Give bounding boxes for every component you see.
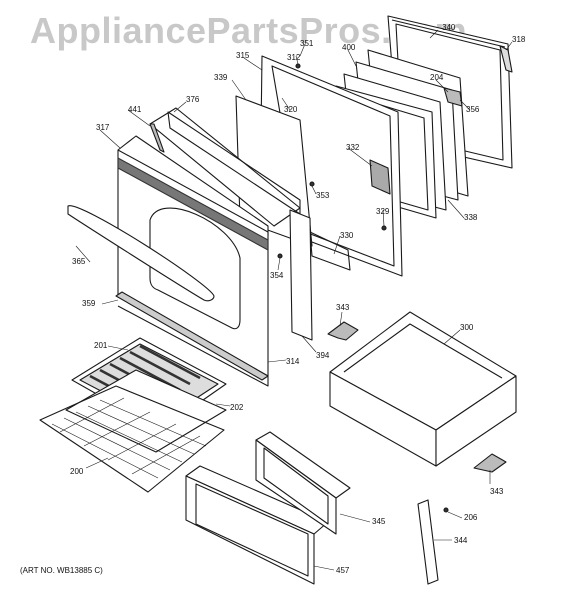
- callout-344: 344: [454, 536, 468, 545]
- callout-365: 365: [72, 257, 86, 266]
- callout-394: 394: [316, 351, 330, 360]
- callout-343-top: 343: [336, 303, 350, 312]
- part-329-screw: [381, 225, 387, 231]
- part-312-screw: [295, 63, 301, 69]
- callout-202: 202: [230, 403, 244, 412]
- callout-441: 441: [128, 105, 142, 114]
- callout-204: 204: [430, 73, 444, 82]
- callout-329: 329: [376, 207, 390, 216]
- callout-400: 400: [342, 43, 356, 52]
- oven-door: [67, 135, 269, 387]
- callout-317: 317: [96, 123, 110, 132]
- callout-312: 312: [287, 53, 301, 62]
- callout-457: 457: [336, 566, 350, 575]
- callout-339: 339: [214, 73, 228, 82]
- callout-343-bottom: 343: [490, 487, 504, 496]
- callout-318: 318: [512, 35, 526, 44]
- callout-320: 320: [284, 105, 298, 114]
- callout-300: 300: [460, 323, 474, 332]
- drawer-panel: [255, 431, 351, 535]
- part-353-screw: [309, 181, 315, 187]
- part-356-hinge: [443, 87, 463, 107]
- callout-351: 351: [300, 39, 314, 48]
- callout-332: 332: [346, 143, 360, 152]
- callout-353: 353: [316, 191, 330, 200]
- callout-356: 356: [466, 105, 480, 114]
- oven-rack: [39, 385, 225, 493]
- callout-354: 354: [270, 271, 284, 280]
- part-343-clip-bottom: [473, 453, 507, 473]
- part-206-screw: [443, 507, 449, 513]
- callout-330: 330: [340, 231, 354, 240]
- leader-lines: [75, 29, 513, 571]
- drawer-box: [329, 311, 517, 467]
- part-344-slide: [417, 499, 439, 585]
- callout-359: 359: [82, 299, 96, 308]
- callout-376: 376: [186, 95, 200, 104]
- callout-206: 206: [464, 513, 478, 522]
- callout-340: 340: [442, 23, 456, 32]
- door-frame: [149, 107, 313, 341]
- callout-314: 314: [286, 357, 300, 366]
- part-318-bracket: [499, 45, 513, 73]
- callout-201: 201: [94, 341, 108, 350]
- callout-345: 345: [372, 517, 386, 526]
- callout-labels: 351 340 318 312 400 315 204 339 376 320 …: [70, 23, 526, 575]
- callout-338: 338: [464, 213, 478, 222]
- part-354-screw: [277, 253, 283, 259]
- callout-315: 315: [236, 51, 250, 60]
- part-359-rail: [115, 291, 269, 381]
- callout-200: 200: [70, 467, 84, 476]
- part-343-clip-top: [327, 321, 359, 341]
- art-number: (ART NO. WB13885 C): [20, 566, 103, 575]
